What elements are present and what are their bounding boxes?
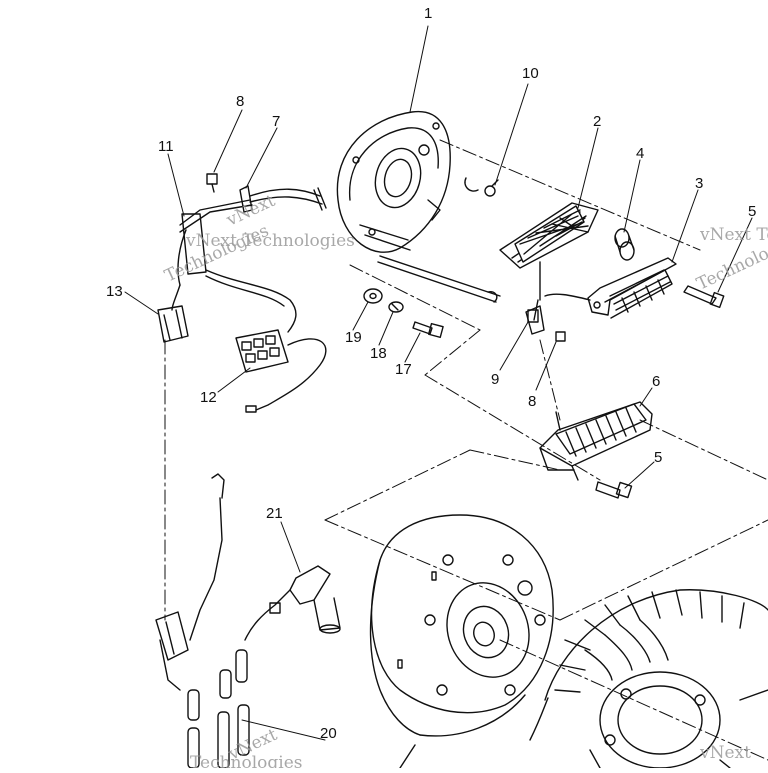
spark-plug-cap-21 xyxy=(244,565,341,641)
washer-19 xyxy=(363,288,383,304)
screw-5-upper xyxy=(683,285,725,309)
bolt-17 xyxy=(412,321,444,339)
callout-3: 3 xyxy=(695,175,703,192)
callout-20: 20 xyxy=(320,725,337,742)
assembly-guide-lines xyxy=(164,139,768,761)
callout-2: 2 xyxy=(593,113,601,130)
watermark-text: vNext Technologies xyxy=(185,231,355,251)
screw-10 xyxy=(464,177,499,197)
callout-5-lower: 5 xyxy=(654,449,662,466)
junction-block-12 xyxy=(235,329,327,413)
stator-plate xyxy=(336,110,501,303)
callout-17: 17 xyxy=(395,361,412,378)
bolt-5-lower xyxy=(595,481,633,499)
spacer-4 xyxy=(614,228,635,261)
callout-labels: 1 2 3 4 5 5 6 7 8 8 9 10 11 12 13 17 18 … xyxy=(106,5,756,742)
clamp-9 xyxy=(525,305,545,335)
cooling-fan xyxy=(529,589,768,769)
ignition-lead xyxy=(155,473,225,691)
flywheel xyxy=(369,514,554,769)
charge-coil-6 xyxy=(539,401,653,481)
watermark-text: vNext Technologies xyxy=(699,225,768,245)
callout-18: 18 xyxy=(370,345,387,362)
screw-8-upper xyxy=(206,173,218,193)
callout-5-upper: 5 xyxy=(748,203,756,220)
wiring-harness xyxy=(171,185,327,333)
callout-4: 4 xyxy=(636,145,644,162)
lighting-coil-3 xyxy=(544,257,677,319)
callout-19: 19 xyxy=(345,329,362,346)
connector-13 xyxy=(157,305,189,343)
callout-8-upper: 8 xyxy=(236,93,244,110)
callout-1: 1 xyxy=(424,5,432,22)
callout-6: 6 xyxy=(652,373,660,390)
callout-7: 7 xyxy=(272,113,280,130)
exciter-coil-2 xyxy=(499,202,599,323)
callout-11: 11 xyxy=(158,138,174,155)
callout-10: 10 xyxy=(522,65,539,82)
lock-washer-18 xyxy=(388,301,404,313)
watermark-text: vNext xyxy=(223,191,279,231)
callout-21: 21 xyxy=(266,505,283,522)
screw-8-lower xyxy=(555,331,566,342)
callout-8-lower: 8 xyxy=(528,393,536,410)
callout-12: 12 xyxy=(200,389,217,406)
callout-9: 9 xyxy=(491,371,499,388)
watermark-group: vNext Technologies vNext Technologies vN… xyxy=(162,191,768,773)
leader-lines xyxy=(124,25,753,741)
callout-13: 13 xyxy=(106,283,123,300)
watermark-text: Technologies xyxy=(190,753,303,768)
watermark-text: vNext xyxy=(699,743,751,763)
